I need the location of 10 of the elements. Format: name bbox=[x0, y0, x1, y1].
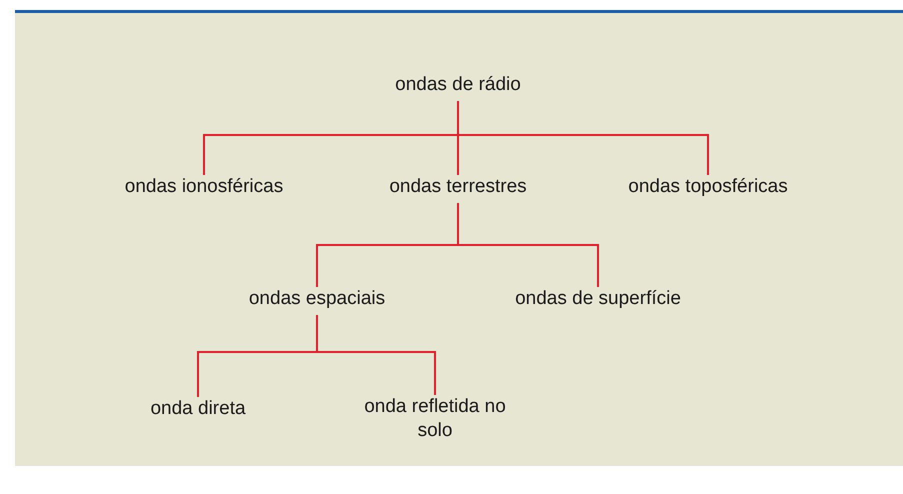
node-label: ondas terrestres bbox=[389, 175, 527, 199]
node-label: ondas de rádio bbox=[395, 73, 521, 97]
connector-line bbox=[457, 101, 709, 175]
connector-line bbox=[457, 203, 599, 287]
node-label: ondas de superfície bbox=[515, 287, 681, 311]
node-label: ondas ionosféricas bbox=[124, 175, 284, 199]
node-label: onda direta bbox=[150, 397, 246, 421]
node-label: onda refletida no solo bbox=[350, 395, 520, 443]
node-label: ondas toposféricas bbox=[628, 175, 788, 199]
node-label: ondas espaciais bbox=[248, 287, 386, 311]
